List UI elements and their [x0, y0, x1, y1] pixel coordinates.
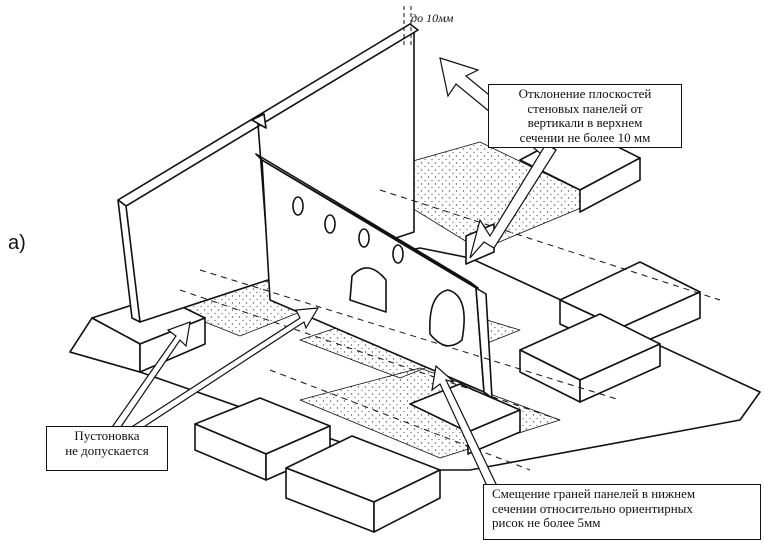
teardrop-opening: [429, 289, 465, 347]
arrow-left-a: [109, 321, 191, 435]
foundation-front-b-side: [373, 469, 441, 533]
opening-4: [392, 244, 404, 264]
door-opening: [349, 267, 387, 313]
callout-vertical-deviation: Отклонение плоскостей стеновых панелей о…: [488, 84, 682, 148]
opening-3: [358, 228, 370, 248]
figure-letter: а): [8, 232, 26, 254]
arrow-left-b: [128, 307, 320, 433]
back-wall-joint-notch: [251, 113, 267, 129]
arrow-mid: [469, 143, 557, 259]
opening-1: [292, 196, 304, 216]
callout-bottom-offset: Смещение граней панелей в нижнем сечении…: [483, 484, 761, 540]
dimension-marker: [403, 6, 412, 48]
back-wall-panel-edge: [117, 199, 141, 323]
cross-wall-panel-top: [255, 153, 479, 289]
dimension-note: до 10мм: [411, 11, 454, 25]
foundation-right-b-side: [579, 157, 641, 213]
callout-void-not-allowed: Пустоновка не допускается: [46, 426, 168, 471]
alignment-lines: [179, 189, 721, 471]
cross-wall-panel-edge: [475, 287, 493, 399]
callout-arrows: [109, 57, 557, 489]
arrow-bottom: [431, 364, 497, 489]
foundation-right-c-side: [579, 343, 661, 403]
opening-2: [324, 214, 336, 234]
